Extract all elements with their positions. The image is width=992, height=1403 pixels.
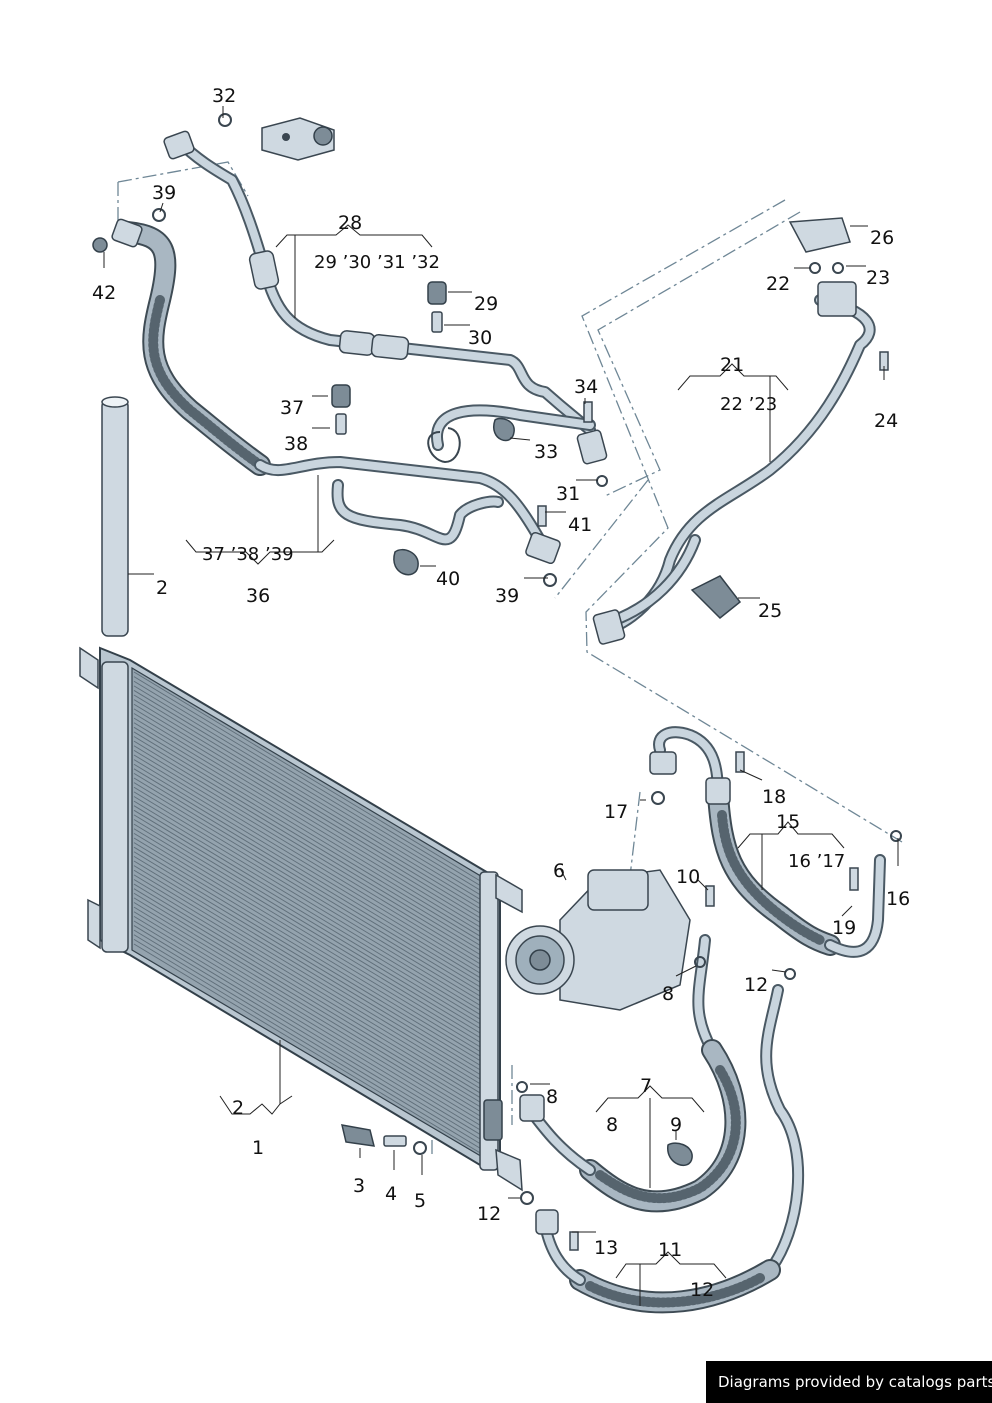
callout-39-top: 39: [152, 182, 176, 204]
callout-12-group: 12: [690, 1279, 714, 1301]
callout-21-group: 22 ’23: [720, 394, 777, 415]
diagram-credit-banner: Diagrams provided by catalogs parts: [706, 1361, 992, 1403]
callout-19: 19: [832, 917, 856, 939]
callout-41: 41: [568, 514, 592, 536]
callout-4: 4: [385, 1183, 397, 1205]
condenser-fins: [133, 671, 483, 1155]
callout-labels: 32 39 42 28 29 ’30 ’31 ’32 29 30 34 37 3…: [92, 85, 910, 1301]
callout-12-bottom: 12: [477, 1203, 501, 1225]
callout-25: 25: [758, 600, 782, 622]
leader-lines: [103, 106, 899, 1306]
callout-34: 34: [574, 376, 598, 398]
compressor: [505, 869, 691, 1011]
callout-29: 29: [474, 293, 498, 315]
callout-32: 32: [212, 85, 236, 107]
callout-9: 9: [670, 1114, 682, 1136]
callout-38: 38: [284, 433, 308, 455]
callout-26: 26: [870, 227, 894, 249]
callout-36: 36: [246, 585, 270, 607]
callout-42: 42: [92, 282, 116, 304]
callout-10: 10: [676, 866, 700, 888]
callout-7: 7: [640, 1075, 652, 1097]
upper-refrigerant-lines: [92, 113, 608, 587]
callout-31: 31: [556, 483, 580, 505]
callout-21: 21: [720, 354, 744, 376]
callout-5: 5: [414, 1190, 426, 1212]
callout-28: 28: [338, 212, 362, 234]
callout-8-compressor: 8: [662, 983, 674, 1005]
callout-17: 17: [604, 801, 628, 823]
callout-36-group: 37 ’38 ’39: [202, 544, 294, 565]
callout-11: 11: [658, 1239, 682, 1261]
callout-12-right: 12: [744, 974, 768, 996]
callout-37: 37: [280, 397, 304, 419]
callout-3: 3: [353, 1175, 365, 1197]
callout-15: 15: [776, 811, 800, 833]
callout-23: 23: [866, 267, 890, 289]
callout-8-hose: 8: [546, 1086, 558, 1108]
callout-24: 24: [874, 410, 898, 432]
callout-39-bottom: 39: [495, 585, 519, 607]
callout-2-tube: 2: [156, 577, 168, 599]
callout-1: 1: [252, 1137, 264, 1159]
callout-13: 13: [594, 1237, 618, 1259]
callout-18: 18: [762, 786, 786, 808]
condenser: [79, 646, 523, 1192]
callout-8-group: 8: [606, 1114, 618, 1136]
callout-40: 40: [436, 568, 460, 590]
callout-33: 33: [534, 441, 558, 463]
callout-16: 16: [886, 888, 910, 910]
callout-28-group: 29 ’30 ’31 ’32: [314, 252, 440, 273]
callout-2-condenser: 2: [232, 1097, 244, 1119]
callout-6: 6: [553, 860, 565, 882]
lower-refrigerant-lines: [341, 726, 902, 1314]
callout-30: 30: [468, 327, 492, 349]
callout-22: 22: [766, 273, 790, 295]
drier-tube: [101, 396, 129, 637]
callout-15-group: 16 ’17: [788, 851, 845, 872]
right-refrigerant-lines: [592, 217, 889, 645]
